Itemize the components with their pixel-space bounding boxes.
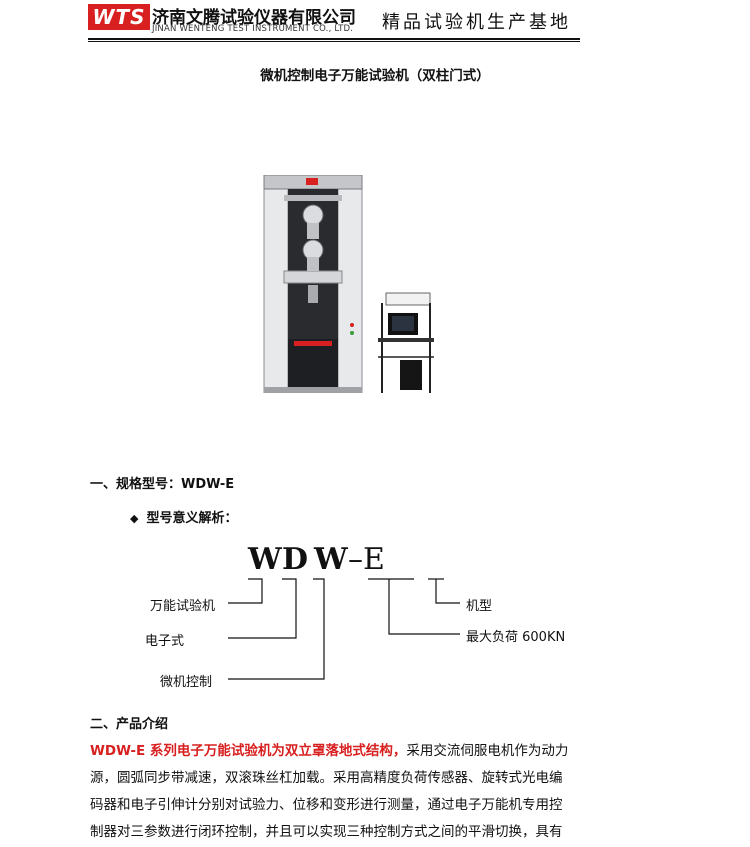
code-char-d: D	[282, 542, 309, 577]
label-model-type: 机型	[466, 599, 493, 614]
intro-text: 采用交流伺服电机作为动力	[406, 743, 569, 759]
label-computer-control: 微机控制	[160, 675, 213, 690]
intro-line-1: WDW-E 系列电子万能试验机为双立罩落地式结构，采用交流伺服电机作为动力	[90, 738, 582, 765]
company-logo: WTS	[88, 4, 150, 30]
intro-text: 码器和电子引伸计分别对试验力、位移和变形进行测量，通过电子万能机专用控	[90, 797, 563, 813]
label-max-load: 最大负荷 600KN	[466, 630, 566, 645]
section-heading-intro: 二、产品介绍	[90, 717, 169, 732]
document-title: 微机控制电子万能试验机（双柱门式）	[260, 68, 490, 84]
header-slogan: 精品试验机生产基地	[382, 12, 571, 33]
bullet-text: 型号意义解析：	[146, 511, 238, 526]
intro-text: 源，圆弧同步带减速，双滚珠丝杠加载。采用高精度负荷传感器、旋转式光电编	[90, 770, 563, 786]
intro-line-2: 源，圆弧同步带减速，双滚珠丝杠加载。采用高精度负荷传感器、旋转式光电编	[90, 765, 582, 792]
intro-line-3: 码器和电子引伸计分别对试验力、位移和变形进行测量，通过电子万能机专用控	[90, 792, 582, 819]
code-char-e: –E	[348, 542, 385, 577]
header-divider	[88, 38, 580, 40]
intro-highlight: WDW-E 系列电子万能试验机为双立罩落地式结构，	[90, 743, 407, 759]
label-electronic: 电子式	[145, 634, 185, 649]
model-meaning-bullet: ◆ 型号意义解析：	[130, 507, 237, 526]
code-char-w1: W	[248, 542, 282, 577]
company-name-cn: 济南文腾试验仪器有限公司	[152, 8, 356, 28]
product-intro-paragraph: WDW-E 系列电子万能试验机为双立罩落地式结构，采用交流伺服电机作为动力 源，…	[90, 738, 582, 846]
diamond-icon: ◆	[130, 512, 139, 525]
section-heading-spec: 一、规格型号：WDW-E	[90, 477, 235, 492]
label-universal-tester: 万能试验机	[150, 599, 216, 614]
header-divider-thin	[88, 41, 580, 42]
company-name-en: JINAN WENTENG TEST INSTRUMENT CO., LTD.	[152, 24, 354, 34]
code-char-w2: W	[314, 542, 348, 577]
page-header: WTS 济南文腾试验仪器有限公司 JINAN WENTENG TEST INST…	[0, 0, 750, 42]
intro-text: 制器对三参数进行闭环控制，并且可以实现三种控制方式之间的平滑切换，具有	[90, 824, 563, 840]
testing-machine-image	[263, 175, 434, 393]
intro-line-4: 制器对三参数进行闭环控制，并且可以实现三种控制方式之间的平滑切换，具有	[90, 819, 582, 846]
